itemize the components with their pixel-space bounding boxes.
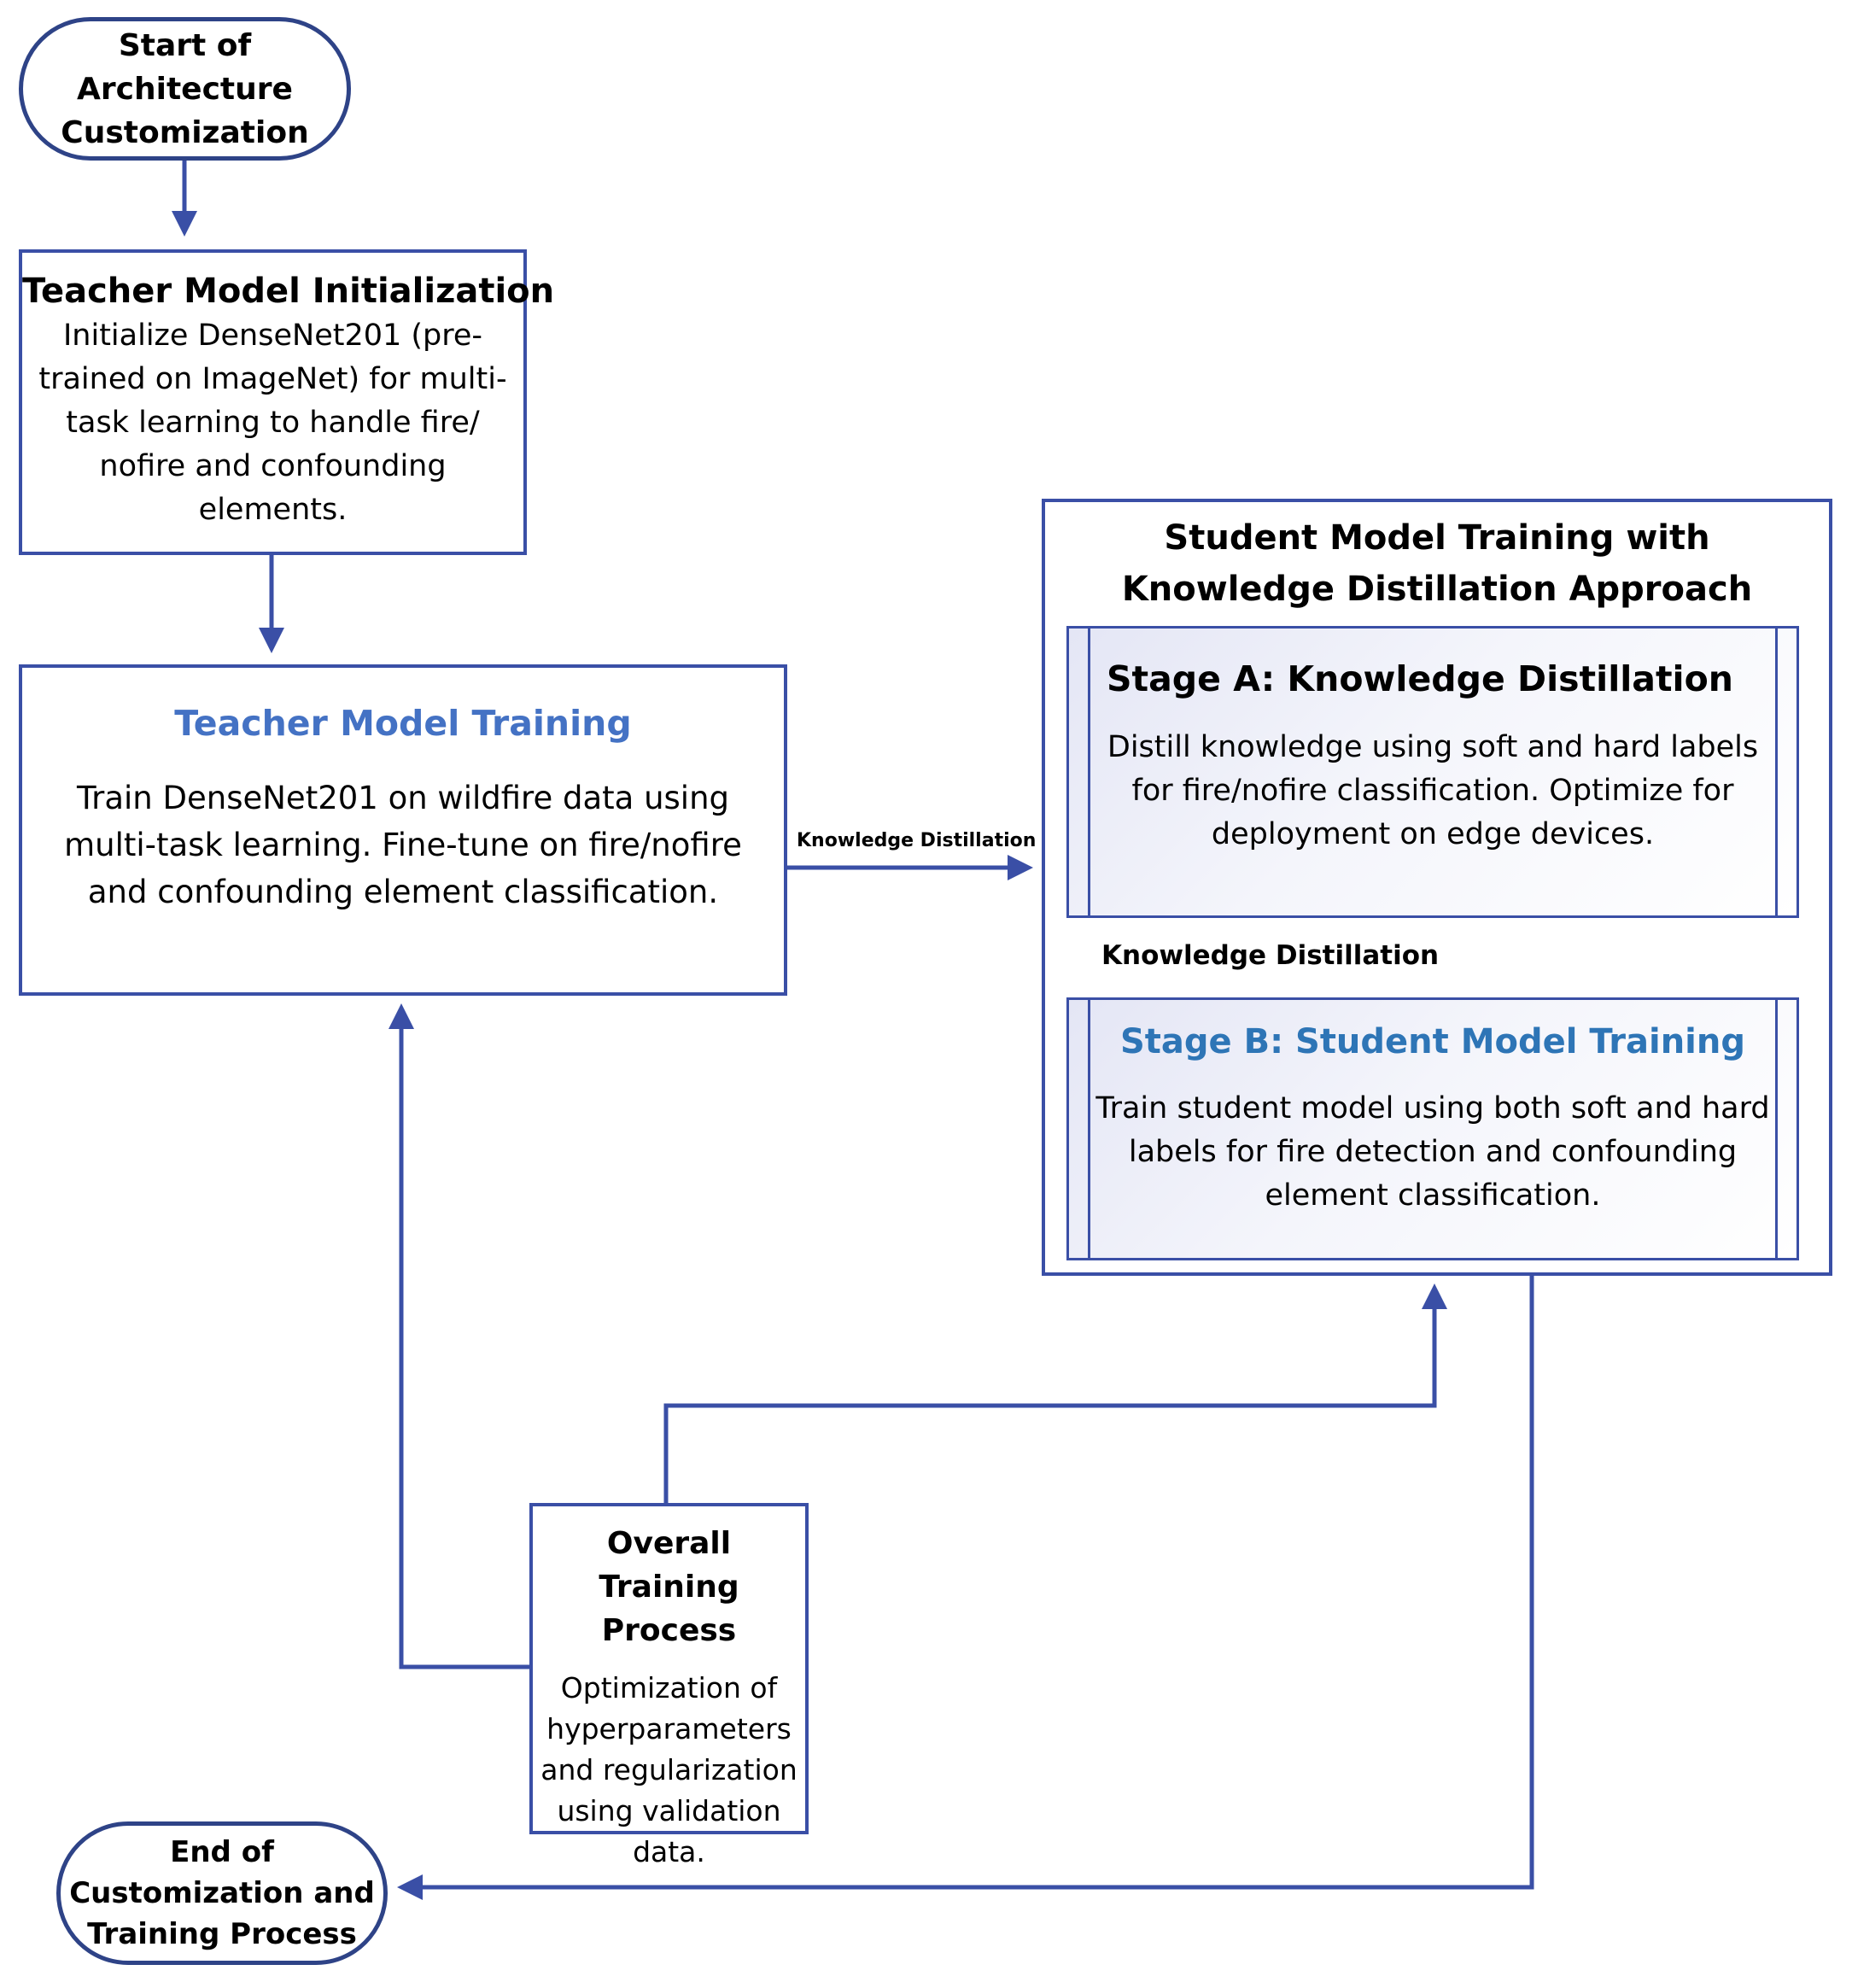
teacher-init-line: task learning to handle fire/ <box>66 406 480 440</box>
stage-a-title: Stage A: Knowledge Distillation <box>1107 658 1733 699</box>
teacher-init-line: Initialize DenseNet201 (pre- <box>62 319 483 353</box>
overall-line: data. <box>633 1835 705 1868</box>
overall-training-body: Optimization of hyperparameters and regu… <box>533 1668 805 1873</box>
overall-line: using validation <box>557 1794 781 1827</box>
teacher-training-body: Train DenseNet201 on wildfire data using… <box>22 775 784 915</box>
stage-a-line: Distill knowledge using soft and hard la… <box>1107 730 1759 764</box>
stage-a-body: Distill knowledge using soft and hard la… <box>1069 726 1796 857</box>
end-line-3: Training Process <box>87 1917 357 1951</box>
arrow-student-to-end <box>397 1274 1534 1900</box>
overall-training-title: Overall Training Process <box>533 1522 805 1652</box>
stage-b-line: labels for fire detection and confoundin… <box>1128 1135 1738 1169</box>
teacher-training-line: multi-task learning. Fine-tune on fire/n… <box>64 827 742 863</box>
teacher-training-line: Train DenseNet201 on wildfire data using <box>76 780 730 816</box>
end-line-2: Customization and <box>69 1876 375 1910</box>
teacher-init-line: elements. <box>198 493 348 527</box>
edge-label-knowledge-distillation: Knowledge Distillation <box>797 830 1037 851</box>
student-group-title: Student Model Training with Knowledge Di… <box>1045 512 1829 615</box>
start-line-1: Start of <box>118 27 252 63</box>
stage-b-title: Stage B: Student Model Training <box>1119 1022 1745 1061</box>
overall-training-box: Overall Training Process Optimization of… <box>529 1503 809 1868</box>
overall-title-line: Process <box>601 1613 737 1648</box>
teacher-training-title: Teacher Model Training <box>174 703 632 744</box>
arrow-overall-to-teacher <box>389 1003 529 1669</box>
overall-line: Optimization of <box>560 1671 778 1704</box>
end-line-1: End of <box>170 1835 274 1869</box>
start-terminator: Start of Architecture Customization <box>19 17 351 161</box>
teacher-training-box: Teacher Model Training Train DenseNet201… <box>19 664 787 996</box>
teacher-init-body: Initialize DenseNet201 (pre- trained on … <box>22 314 523 532</box>
arrow-overall-to-student <box>663 1283 1447 1503</box>
stage-a-box: Stage A: Knowledge Distillation Distill … <box>1066 626 1799 918</box>
teacher-init-title: Teacher Model Initialization <box>22 272 555 311</box>
stage-b-line: element classification. <box>1265 1178 1601 1213</box>
teacher-training-line: and confounding element classification. <box>87 874 719 910</box>
overall-line: and regularization <box>540 1753 797 1786</box>
overall-title-line: Overall Training <box>599 1526 739 1605</box>
stage-a-line: for fire/nofire classification. Optimize… <box>1131 774 1734 808</box>
student-group-title-line: Student Model Training with <box>1164 518 1710 558</box>
stage-b-box: Stage B: Student Model Training Train st… <box>1066 997 1799 1260</box>
start-line-2: Architecture <box>77 71 293 107</box>
stage-b-line: Train student model using both soft and … <box>1095 1091 1770 1126</box>
stage-b-body: Train student model using both soft and … <box>1069 1087 1796 1218</box>
overall-line: hyperparameters <box>546 1712 792 1745</box>
end-terminator: End of Customization and Training Proces… <box>56 1821 388 1965</box>
student-group-title-line: Knowledge Distillation Approach <box>1121 570 1753 609</box>
teacher-init-box: Teacher Model Initialization Initialize … <box>19 249 555 555</box>
teacher-init-line: nofire and confounding <box>99 449 447 483</box>
start-line-3: Customization <box>61 114 309 150</box>
stage-a-line: deployment on edge devices. <box>1211 817 1655 851</box>
edge-label-knowledge-distillation-inner: Knowledge Distillation <box>1101 940 1440 971</box>
teacher-init-line: trained on ImageNet) for multi- <box>38 362 507 396</box>
